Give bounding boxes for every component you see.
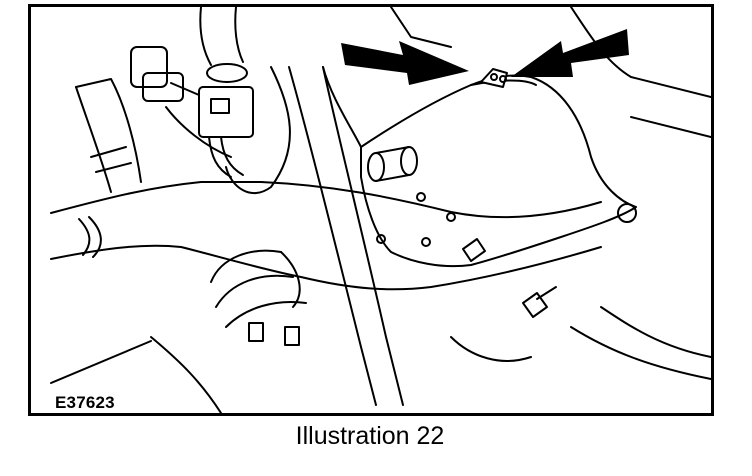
mounting-bolts bbox=[462, 203, 711, 380]
illustration-frame: E37623 bbox=[28, 4, 714, 416]
figure-caption: Illustration 22 bbox=[295, 422, 445, 450]
line-drawing bbox=[50, 7, 711, 413]
callout-arrows bbox=[341, 29, 629, 85]
figure-reference-code: E37623 bbox=[53, 393, 117, 413]
upper-hose bbox=[199, 7, 248, 83]
main-hose bbox=[50, 181, 602, 291]
harness-clamp bbox=[210, 249, 307, 346]
electrical-connector bbox=[130, 46, 291, 194]
vertical-pipe bbox=[288, 66, 404, 406]
pipe-stub bbox=[367, 146, 418, 182]
cable-tie bbox=[480, 68, 508, 88]
left-bracket bbox=[75, 78, 142, 193]
arrow-left-icon bbox=[511, 29, 629, 77]
arrow-right-icon bbox=[341, 41, 469, 85]
heat-shield bbox=[360, 74, 637, 268]
